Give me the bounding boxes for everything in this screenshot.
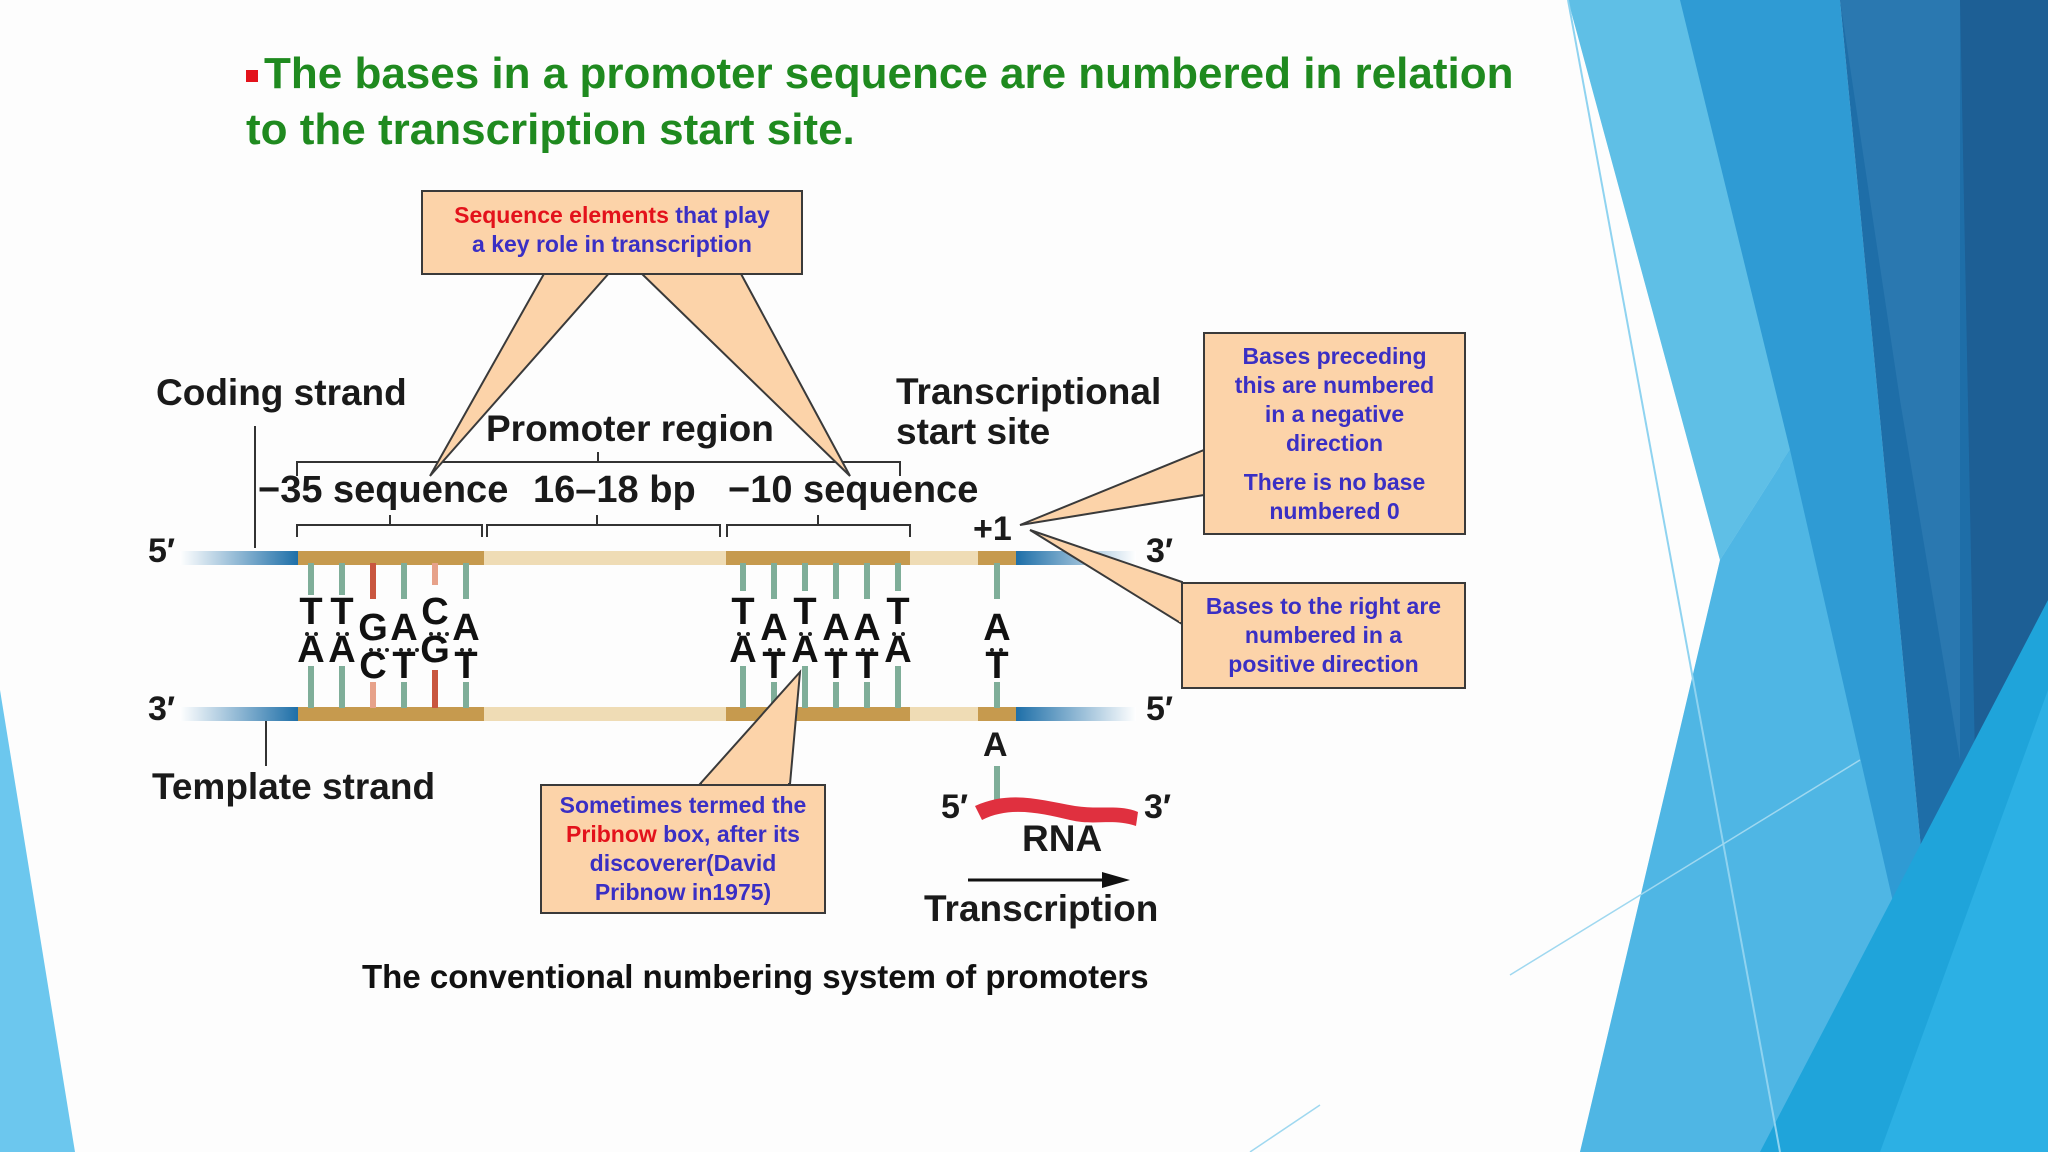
callout-text: Bases to the right are xyxy=(1205,593,1442,619)
coding-base: A xyxy=(853,607,881,649)
transcription-arrowhead xyxy=(1102,872,1130,888)
plus1-label: +1 xyxy=(973,510,1012,548)
template-base: T xyxy=(855,645,879,687)
minus10-label: −10 sequence xyxy=(728,469,979,511)
callout-text: There is no base xyxy=(1243,469,1426,495)
coding-base: T xyxy=(731,591,755,633)
template-base: T xyxy=(762,645,786,687)
minus10-bracket xyxy=(726,515,911,537)
rna-label: RNA xyxy=(1022,818,1103,859)
callout-text: direction xyxy=(1285,430,1384,456)
callout-text: Bases preceding xyxy=(1242,343,1427,369)
coding-base: T xyxy=(886,591,910,633)
coding-base: T xyxy=(299,591,323,633)
callout-text: that play xyxy=(675,202,770,228)
tss-label: Transcriptional start site xyxy=(896,372,1161,452)
template-base: A xyxy=(328,629,356,671)
minus35-label: −35 sequence xyxy=(258,469,509,511)
coding-base: T xyxy=(330,591,354,633)
callout-negative-direction: Bases preceding this are numbered in a n… xyxy=(1203,332,1466,535)
spacer-bracket xyxy=(486,515,721,537)
coding-3prime-label: 3′ xyxy=(1146,532,1174,570)
spacer-label: 16–18 bp xyxy=(533,469,696,511)
slide-heading: The bases in a promoter sequence are num… xyxy=(246,46,1546,158)
coding-base: A xyxy=(452,607,480,649)
callout-highlight: Sequence elements xyxy=(454,202,669,228)
promoter-region-bracket xyxy=(296,452,901,476)
template-base: T xyxy=(454,645,478,687)
coding-strand xyxy=(180,551,1136,565)
minus35-bracket xyxy=(296,515,483,537)
callout-sequence-elements: Sequence elements that play a key role i… xyxy=(421,190,803,275)
callout-highlight: Pribnow xyxy=(566,821,657,847)
start-site-base-stems xyxy=(994,563,1000,808)
template-base: G xyxy=(420,629,450,671)
base-pair-dots xyxy=(305,632,1003,652)
coding-5prime-label: 5′ xyxy=(148,532,176,570)
rna-5prime-label: 5′ xyxy=(941,788,969,826)
bullet-icon xyxy=(246,70,258,82)
callout-text: discoverer(David xyxy=(589,850,777,876)
callout-pointer-negative xyxy=(1019,448,1205,526)
callout-positive-direction: Bases to the right are numbered in a pos… xyxy=(1181,582,1466,689)
template-base: A xyxy=(297,629,325,671)
coding-base: C xyxy=(421,591,449,633)
template-base: T xyxy=(985,645,1009,687)
callout-text: box, after its xyxy=(663,821,800,847)
tss-label-line1: Transcriptional xyxy=(896,371,1162,412)
coding-base: A xyxy=(822,607,850,649)
template-strand xyxy=(180,707,1136,721)
callout-text: this are numbered xyxy=(1234,372,1435,398)
rna-base-label: A xyxy=(983,726,1008,764)
template-base: A xyxy=(884,629,912,671)
transcription-label: Transcription xyxy=(924,888,1159,929)
template-base: A xyxy=(791,629,819,671)
coding-base: G xyxy=(358,607,388,649)
template-5prime-label: 5′ xyxy=(1146,690,1174,728)
callout-pointer-pribnow xyxy=(697,669,802,785)
coding-base: A xyxy=(390,607,418,649)
coding-strand-label: Coding strand xyxy=(156,372,407,413)
rna-3prime-label: 3′ xyxy=(1144,788,1172,826)
template-3prime-label: 3′ xyxy=(148,690,176,728)
figure-caption: The conventional numbering system of pro… xyxy=(362,958,1149,995)
template-base: A xyxy=(729,629,757,671)
template-strand-label: Template strand xyxy=(152,766,436,807)
tss-label-line2: start site xyxy=(896,411,1051,452)
template-base: C xyxy=(359,645,387,687)
promoter-region-label: Promoter region xyxy=(486,408,774,449)
callout-text: in a negative xyxy=(1264,401,1405,427)
coding-base: A xyxy=(983,607,1011,649)
callout-text: Pribnow in1975) xyxy=(594,879,772,905)
minus35-base-stems xyxy=(308,563,469,708)
template-base: T xyxy=(824,645,848,687)
callout-text: Sometimes termed the xyxy=(559,792,807,818)
callout-text: numbered in a xyxy=(1244,622,1403,648)
minus10-base-stems xyxy=(740,563,901,708)
callout-text: numbered 0 xyxy=(1269,498,1400,524)
coding-base: A xyxy=(760,607,788,649)
callout-text: positive direction xyxy=(1228,651,1419,677)
rna-strand xyxy=(975,797,1138,826)
callout-text: a key role in transcription xyxy=(472,231,752,257)
template-base: T xyxy=(392,645,416,687)
callout-pribnow-box: Sometimes termed the Pribnow box, after … xyxy=(540,784,826,914)
coding-base: T xyxy=(793,591,817,633)
heading-text: The bases in a promoter sequence are num… xyxy=(246,49,1514,154)
